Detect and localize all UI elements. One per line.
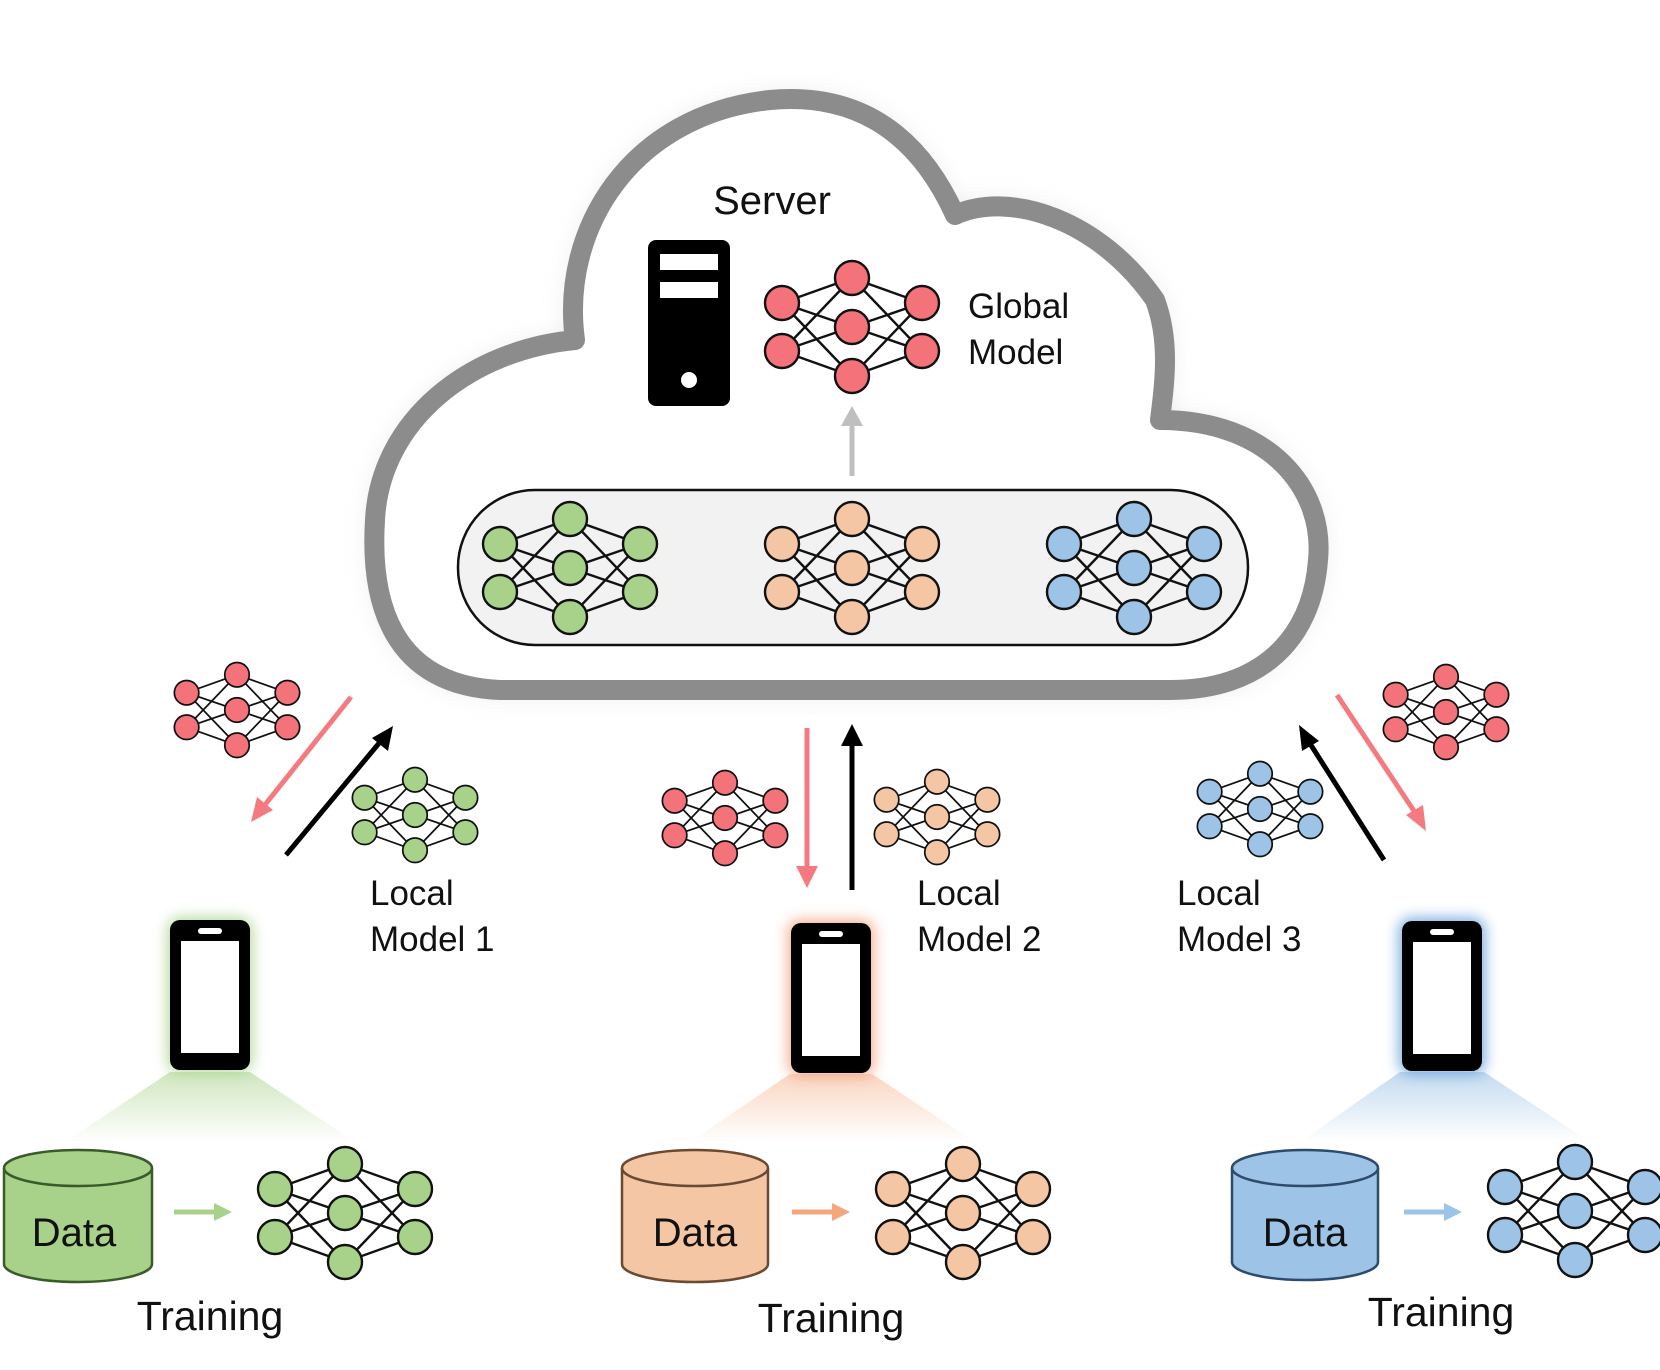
training-arrow-2-icon xyxy=(792,1203,850,1221)
local-model-3-line2: Model 3 xyxy=(1177,920,1302,959)
server-icon xyxy=(648,240,730,406)
downloaded-global-network-3-icon xyxy=(1382,663,1510,761)
local-model-3-line1: Local xyxy=(1177,874,1261,913)
local-model-1-label: Local Model 1 xyxy=(370,874,495,959)
aggregated-network-3-icon xyxy=(1045,500,1223,636)
beam-2 xyxy=(690,1074,975,1142)
local-network-2-icon xyxy=(873,768,1001,866)
local-model-2-line1: Local xyxy=(917,874,1001,913)
training-arrow-3-icon xyxy=(1404,1203,1462,1221)
data-2-label: Data xyxy=(653,1211,738,1255)
local-network-3-icon xyxy=(1196,760,1324,858)
downloaded-global-network-2-icon xyxy=(661,769,789,867)
training-3-label: Training xyxy=(1368,1289,1515,1335)
local-model-2-line2: Model 2 xyxy=(917,920,1042,959)
global-model-label: Global Model xyxy=(968,287,1079,372)
upload-arrow-3-icon xyxy=(1299,725,1387,862)
database-2-icon xyxy=(620,1148,770,1284)
data-3-label: Data xyxy=(1263,1211,1348,1255)
global-model-line2: Model xyxy=(968,333,1063,372)
training-2-label: Training xyxy=(758,1295,905,1341)
smartphone-3-icon xyxy=(1399,918,1485,1074)
local-model-1-line2: Model 1 xyxy=(370,920,495,959)
neural-networks xyxy=(173,259,1660,1281)
aggregate-arrow-icon xyxy=(841,406,863,476)
download-arrow-3-icon xyxy=(1334,693,1426,831)
server-title: Server xyxy=(713,179,831,223)
upload-arrow-2-icon xyxy=(841,724,863,890)
arrows xyxy=(251,693,1426,890)
training-1-label: Training xyxy=(137,1293,284,1339)
database-3-icon xyxy=(1230,1148,1380,1282)
local-model-1-line1: Local xyxy=(370,874,454,913)
smartphone-2-icon xyxy=(788,920,874,1076)
local-model-2-label: Local Model 2 xyxy=(917,874,1042,959)
data-1-label: Data xyxy=(32,1211,117,1255)
downloaded-global-network-1-icon xyxy=(173,661,301,759)
training-arrow-1-icon xyxy=(174,1203,232,1221)
download-arrow-1-icon xyxy=(251,695,353,822)
upload-arrow-1-icon xyxy=(284,726,393,857)
download-arrow-2-icon xyxy=(796,728,818,888)
database-1-icon xyxy=(2,1148,154,1284)
beam-3 xyxy=(1300,1072,1590,1142)
global-model-line1: Global xyxy=(968,287,1069,326)
training-network-2-icon xyxy=(874,1145,1052,1281)
training-network-3-icon xyxy=(1486,1143,1660,1279)
global-model-network-icon xyxy=(763,259,941,395)
aggregated-network-1-icon xyxy=(481,500,659,636)
local-model-3-label: Local Model 3 xyxy=(1177,874,1302,959)
training-network-1-icon xyxy=(256,1145,434,1281)
local-network-1-icon xyxy=(351,766,479,864)
aggregated-network-2-icon xyxy=(763,500,941,636)
beam-1 xyxy=(65,1072,355,1142)
smartphone-1-icon xyxy=(168,918,252,1072)
